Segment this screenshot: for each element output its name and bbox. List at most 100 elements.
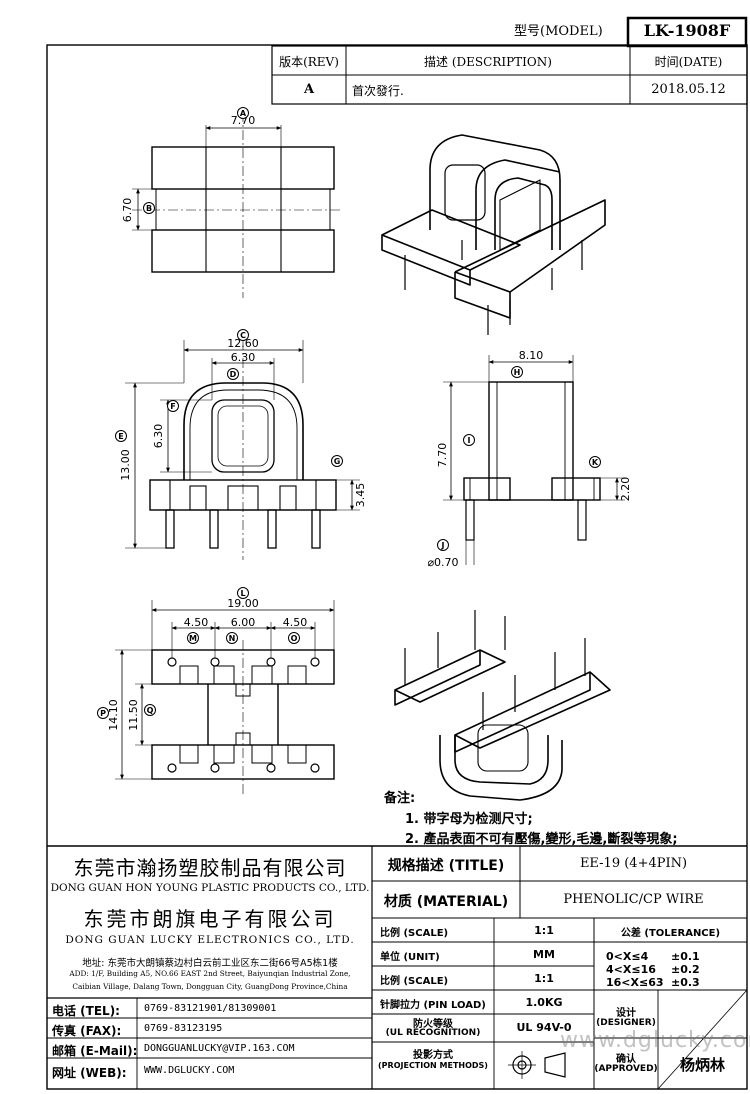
dim-m: 4.50 (184, 616, 209, 629)
ul-label-cn: 防火等级 (413, 1019, 453, 1030)
iso-view-lower (394, 610, 611, 801)
svg-text:B: B (146, 204, 152, 213)
material-value: PHENOLIC/CP WIRE (563, 892, 704, 907)
bottom-view (115, 600, 335, 795)
svg-text:E: E (118, 432, 123, 441)
watermark: www.dglucky.com (560, 1028, 750, 1053)
tol-range-1: 0<X≤4 (606, 950, 649, 963)
scale-label: 比例 (SCALE) (380, 928, 449, 939)
note-line-1: 1. 带字母为检测尺寸; (405, 812, 533, 827)
scale2-value: 1:1 (534, 972, 554, 985)
designer-label-en: (DESIGNER) (596, 1018, 656, 1028)
projection-symbol-icon (508, 1051, 566, 1079)
dim-i: 7.70 (436, 443, 449, 468)
dim-b: 6.70 (121, 198, 134, 223)
notes-title: 备注: (384, 791, 416, 806)
front-view (125, 340, 360, 560)
company-name-1-en: DONG GUAN HON YOUNG PLASTIC PRODUCTS CO.… (50, 882, 370, 894)
dim-n: 6.00 (231, 616, 256, 629)
dim-d: 6.30 (231, 351, 256, 364)
tol-value-3: ±0.3 (671, 976, 700, 989)
note-line-2: 2. 產品表面不可有壓傷,變形,毛邊,斷裂等現象; (405, 832, 678, 847)
marker-f: F (167, 400, 179, 412)
dim-j: ⌀0.70 (427, 556, 458, 569)
rev-header: 版本(REV) (279, 55, 339, 69)
marker-d: D (227, 368, 239, 380)
email-value[interactable]: DONGGUANLUCKY@VIP.163.COM (144, 1043, 295, 1054)
company-address-en-2: Caibian Village, Dalang Town, Dongguan C… (72, 982, 348, 991)
dim-a: 7.70 (231, 114, 256, 127)
tel-label: 电话 (TEL): (52, 1004, 120, 1018)
title-block-grid (47, 845, 748, 1090)
marker-h: H (511, 366, 523, 378)
scale-value: 1:1 (534, 924, 554, 937)
ul-value: UL 94V-0 (516, 1021, 572, 1034)
approver-name: 杨炳林 (679, 1056, 725, 1074)
approved-label-en: (APPROVED) (594, 1064, 658, 1074)
marker-g: G (331, 455, 343, 467)
tol-range-2: 4<X≤16 (606, 963, 656, 976)
revision-table (271, 45, 748, 105)
title-label: 规格描述 (TITLE) (387, 858, 505, 874)
svg-text:M: M (189, 634, 197, 643)
marker-b: B (143, 202, 155, 214)
svg-text:H: H (514, 368, 521, 377)
title-value: EE-19 (4+4PIN) (579, 856, 688, 871)
side-view (443, 355, 625, 565)
company-address-en-1: ADD: 1/F, Building A5, NO.66 EAST 2nd St… (69, 969, 351, 978)
marker-l: L (237, 587, 249, 599)
projection-label-cn: 投影方式 (413, 1050, 453, 1061)
top-view (132, 112, 340, 298)
projection-label-en: (PROJECTION METHODS) (378, 1061, 488, 1070)
unit-label: 单位 (UNIT) (380, 952, 440, 963)
fax-label: 传真 (FAX): (52, 1024, 122, 1038)
tolerance-label: 公差 (TOLERANCE) (620, 928, 721, 939)
svg-text:D: D (230, 370, 237, 379)
company-name-1: 东莞市瀚扬塑胶制品有限公司 (73, 856, 347, 880)
model-label: 型号(MODEL) (514, 24, 603, 39)
dim-k: 2.20 (619, 477, 632, 502)
company-name-2-en: DONG GUAN LUCKY ELECTRONICS CO., LTD. (65, 934, 355, 946)
tol-range-3: 16<X≤63 (606, 976, 664, 989)
marker-j: J (437, 539, 449, 551)
dim-o: 4.50 (283, 616, 308, 629)
marker-i: I (463, 434, 475, 446)
material-label: 材质 (MATERIAL) (383, 894, 509, 910)
svg-text:J: J (441, 541, 445, 550)
web-value[interactable]: WWW.DGLUCKY.COM (144, 1065, 235, 1076)
svg-text:L: L (240, 589, 245, 598)
pin-load-value: 1.0KG (525, 996, 563, 1009)
svg-text:Q: Q (147, 706, 154, 715)
approved-label-cn: 确认 (616, 1054, 636, 1065)
dim-q: 11.50 (127, 699, 140, 731)
dim-e: 13.00 (119, 449, 132, 481)
dim-h: 8.10 (519, 349, 544, 362)
tol-value-2: ±0.2 (671, 963, 700, 976)
marker-c: C (237, 329, 249, 341)
dim-l: 19.00 (227, 597, 259, 610)
ul-label-en: (UL RECOGNITION) (385, 1028, 481, 1038)
scale2-label: 比例 (SCALE) (380, 976, 449, 987)
svg-text:G: G (334, 457, 341, 466)
dim-g: 3.45 (354, 483, 367, 508)
unit-value: MM (533, 948, 555, 961)
model-number: LK-1908F (643, 21, 731, 40)
svg-text:O: O (291, 634, 298, 643)
dim-c: 12.60 (227, 337, 259, 350)
svg-text:F: F (170, 402, 175, 411)
svg-text:C: C (240, 331, 246, 340)
svg-text:K: K (592, 458, 599, 467)
web-label: 网址 (WEB): (52, 1066, 127, 1080)
dim-p: 14.10 (107, 699, 120, 731)
pin-load-label: 针脚拉力 (PIN LOAD) (380, 1000, 486, 1011)
tol-value-1: ±0.1 (671, 950, 700, 963)
svg-text:P: P (100, 709, 106, 718)
date-header: 时间(DATE) (654, 55, 723, 69)
marker-a: A (237, 107, 249, 119)
dim-f: 6.30 (152, 424, 165, 449)
email-label: 邮箱 (E-Mail): (52, 1044, 138, 1058)
fax-value: 0769-83123195 (144, 1023, 223, 1034)
sheet-border (46, 44, 748, 1090)
description-header: 描述 (DESCRIPTION) (424, 55, 552, 69)
